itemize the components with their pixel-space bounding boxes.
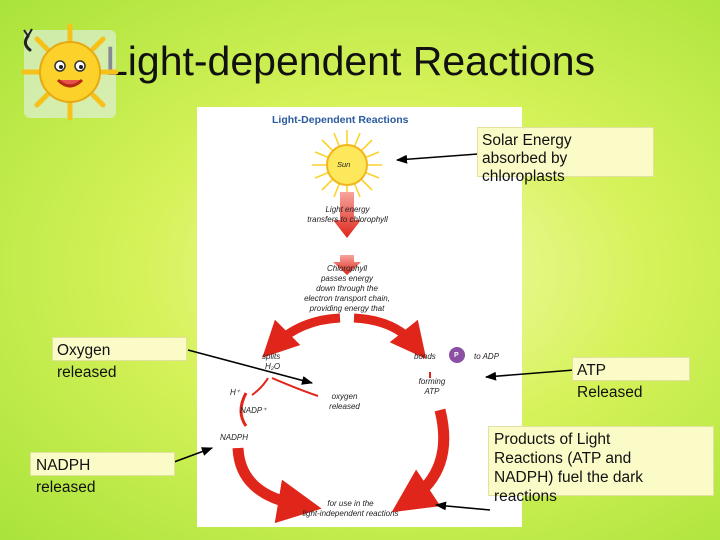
phosphate-icon — [449, 347, 465, 363]
callout-arrows — [173, 153, 575, 511]
diagram-sun-icon — [312, 130, 382, 200]
to-adp-label: to ADP — [474, 352, 500, 361]
diagram-title: Light-Dependent Reactions — [272, 114, 409, 126]
bonds-label: bonds — [414, 352, 436, 361]
light-energy-label: Light energy transfers to chlorophyll — [307, 205, 388, 224]
callout-solar-energy: Solar Energy absorbed by chloroplasts — [477, 127, 654, 185]
nadp-plus-label: NADP⁺ — [240, 406, 267, 415]
nadph-label: NADPH — [220, 433, 249, 442]
nadph-arrow — [232, 447, 322, 524]
slide-title: Light-dependent Reactions — [105, 38, 596, 84]
water-label: H₂O — [265, 362, 281, 371]
for-use-label: for use in the light-independent reactio… — [302, 499, 399, 518]
chlorophyll-label: Chlorophyll passes energy down through t… — [304, 264, 390, 313]
callout-oxygen: Oxygen released — [52, 337, 187, 381]
callout-products: Products of Light Reactions (ATP and NAD… — [488, 426, 714, 505]
sun-label: Sun — [337, 160, 351, 169]
split-arrow-right — [353, 313, 427, 360]
phosphate-label: P — [454, 352, 459, 359]
h-plus-label: H⁺ — [230, 388, 240, 397]
splits-label: splits — [262, 352, 281, 361]
oxygen-released-label: oxygen released — [329, 392, 360, 411]
atp-arrow — [391, 408, 450, 513]
split-arrow-left — [262, 313, 341, 358]
energy-flow-arrows — [333, 192, 361, 275]
sun-mascot-icon — [21, 23, 119, 121]
forming-atp-label: forming ATP — [418, 377, 446, 396]
callout-nadph: NADPH released — [30, 452, 175, 496]
callout-atp: ATP Released — [572, 357, 690, 401]
